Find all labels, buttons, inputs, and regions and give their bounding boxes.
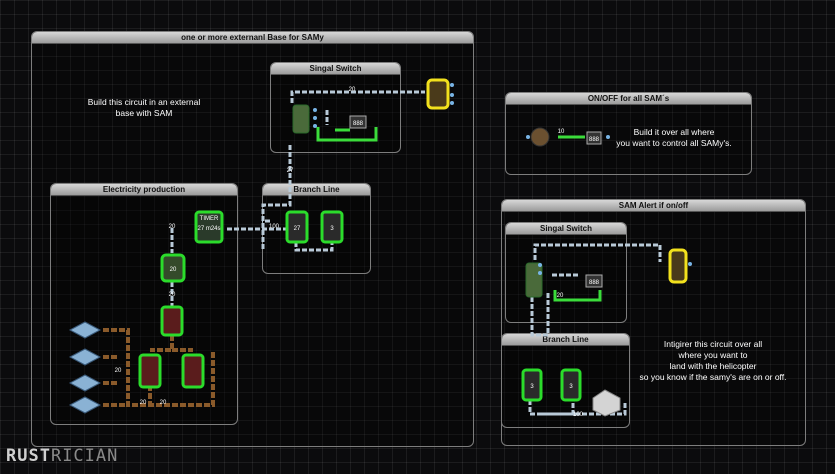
timer-label: 27 m24s [197, 226, 220, 232]
timer-top-label: TIMER [200, 216, 219, 222]
wire-label: 27 [287, 168, 294, 174]
switch-1 [292, 104, 310, 134]
note-line: Build this circuit in an external [87, 97, 201, 107]
note-line: base with SAM [115, 108, 173, 118]
splitter-component [160, 253, 186, 283]
switch-display-3 [586, 131, 602, 145]
note-line: Build it over all where [633, 127, 715, 137]
wire-label: 10 [558, 129, 565, 135]
wire-label: 20 [160, 400, 167, 406]
group-title: SAM Alert if on/off [502, 200, 805, 212]
wire-label: 20 [169, 224, 176, 230]
switch-2 [525, 262, 543, 298]
sam-switch-icon [530, 127, 550, 147]
wire-label: 20 [349, 87, 356, 93]
solar-panels [68, 321, 102, 414]
branch-2b-label: 3 [569, 384, 573, 390]
note-line: where you want to [678, 350, 748, 360]
solar-panel-3 [68, 374, 102, 392]
switch-1-display: 888 [353, 121, 364, 127]
logo-part1: RUST [6, 446, 51, 466]
solar-panel-2 [68, 348, 102, 366]
wire-label: 100 [573, 412, 584, 418]
note-line: you want to control all SAMy's. [616, 138, 732, 148]
note-build-external: Build this circuit in an external base w… [64, 97, 224, 119]
note-build-all: Build it over all where you want to cont… [604, 127, 744, 149]
wire-label: 20 [115, 368, 122, 374]
switch-3-display: 888 [589, 137, 600, 143]
branch-2b [560, 368, 582, 402]
logo-part2: RICIAN [50, 446, 119, 466]
note-line: Intigirer this circuit over all [663, 339, 763, 349]
sam-turret-1 [426, 78, 450, 110]
battery-2 [181, 353, 205, 389]
switch-display-2 [585, 274, 603, 288]
switch-2-display: 888 [589, 280, 600, 286]
group-title: Branch Line [502, 334, 629, 346]
branch-1b [320, 210, 344, 244]
solar-panel-1 [68, 321, 102, 339]
electric-wires [103, 328, 215, 407]
wire-label: 100 [269, 224, 280, 230]
wire-label: 20 [169, 292, 176, 298]
branch-2a [521, 368, 543, 402]
crate-icon [592, 389, 621, 417]
group-title: Singal Switch [271, 63, 400, 75]
branch-2a-label: 3 [530, 384, 534, 390]
wire-label: 20 [557, 293, 564, 299]
note-line: land with the helicopter [669, 361, 757, 371]
group-signal-switch-1: Singal Switch [270, 62, 401, 153]
group-title: Electricity production [51, 184, 237, 196]
battery-1 [138, 353, 162, 389]
rustrician-logo: RUSTRICIAN [6, 446, 118, 466]
splitter-label: 20 [170, 267, 177, 273]
switch-display-1 [349, 115, 367, 129]
battery-3 [160, 305, 184, 337]
branch-1a-label: 27 [294, 226, 301, 232]
sam-turret-2 [668, 248, 688, 284]
wire-label: 20 [140, 400, 147, 406]
group-title: one or more externanl Base for SAMy [32, 32, 473, 44]
logic-wires [316, 127, 602, 302]
note-integrate: Intigirer this circuit over all where yo… [628, 339, 798, 383]
group-title: Singal Switch [506, 223, 626, 235]
branch-1a [285, 210, 309, 244]
connector-dots [313, 83, 692, 275]
timer-component [194, 210, 224, 244]
solar-panel-4 [68, 396, 102, 414]
group-signal-switch-2: Singal Switch [505, 222, 627, 323]
branch-1b-label: 3 [330, 226, 334, 232]
group-title: ON/OFF for all SAM´s [506, 93, 751, 105]
note-line: so you know if the samy's are on or off. [639, 372, 787, 382]
